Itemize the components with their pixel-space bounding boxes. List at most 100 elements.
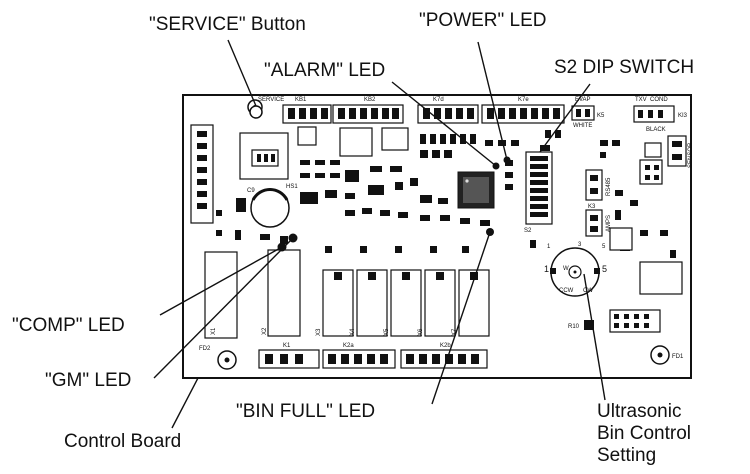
- relay-x5: [390, 269, 422, 337]
- relay-label-x1: X1: [211, 327, 217, 335]
- relay-x3: [322, 269, 354, 337]
- leader-control: [171, 377, 199, 429]
- relay-label-x4: X4: [350, 328, 356, 336]
- connector-kb1: [282, 104, 332, 124]
- label-s2: S2: [524, 228, 532, 234]
- relay-label-x6: X6: [418, 328, 424, 336]
- callout-service-button: "SERVICE" Button: [149, 14, 306, 35]
- s2-dip-switch: [525, 151, 553, 225]
- connector-k1: [258, 349, 320, 369]
- callout-power-led: "POWER" LED: [419, 10, 547, 31]
- relay-x7-pin: [470, 272, 478, 280]
- connector-k2a: [322, 349, 396, 369]
- connector-kb2: [332, 104, 404, 124]
- service-button-part: [249, 105, 263, 119]
- label-pot-right: 5: [602, 264, 607, 274]
- mounting-hole-bottom-right: [650, 345, 670, 365]
- capacitor-c9: [250, 187, 290, 228]
- component-block-top-center-2: [381, 127, 409, 151]
- label-k2a: K2a: [343, 343, 354, 349]
- microcontroller: [457, 171, 495, 209]
- label-evap: EVAP: [575, 97, 591, 103]
- label-txv: TXV: [635, 97, 647, 103]
- leader-gm: [153, 237, 294, 379]
- relay-x2: [267, 249, 301, 337]
- connector-txv-cond: [633, 105, 675, 123]
- callout-bin-full-led: "BIN FULL" LED: [236, 401, 376, 422]
- label-pin5: 5: [602, 244, 606, 250]
- connector-left-edge: [190, 124, 214, 224]
- relay-label-x3: X3: [316, 328, 322, 336]
- component-block-top-center: [339, 127, 373, 157]
- callout-gm-led: "GM" LED: [45, 370, 132, 391]
- relay-x4: [356, 269, 388, 337]
- relay-label-x2: X2: [262, 327, 268, 335]
- relay-x3-pin: [334, 272, 342, 280]
- connector-k7d: [417, 104, 479, 124]
- connector-right-bottom: [609, 309, 661, 333]
- label-k7d: K7d: [433, 97, 444, 103]
- connector-k2b: [400, 349, 488, 369]
- label-fd2: FD2: [199, 346, 211, 352]
- leader-alarm: [391, 81, 497, 167]
- leader-power: [477, 41, 508, 161]
- connector-rs485: [585, 169, 603, 201]
- component-u4: [297, 126, 317, 146]
- relay-label-x5: X5: [384, 328, 390, 336]
- connector-sensor: [667, 135, 687, 167]
- label-k7e: K7e: [518, 97, 529, 103]
- callout-ultra-line-2: Bin Control: [597, 423, 691, 444]
- component-right-square: [644, 142, 662, 158]
- label-pot-w: W: [563, 266, 569, 272]
- relay-x6: [424, 269, 456, 337]
- label-black: BLACK: [646, 127, 666, 133]
- pot-r10: [584, 320, 594, 330]
- callout-alarm-led: "ALARM" LED: [264, 60, 386, 81]
- label-pin3: 3: [578, 242, 582, 248]
- label-k5: K5: [597, 113, 605, 119]
- leader-service: [227, 39, 257, 107]
- label-k1: K1: [283, 343, 291, 349]
- relay-x5-pin: [402, 272, 410, 280]
- label-service: SERVICE: [258, 97, 284, 103]
- label-pot-left: 1: [544, 264, 549, 274]
- connector-k7e: [481, 104, 565, 124]
- relay-x1: [204, 251, 238, 339]
- relay-x6-pin: [436, 272, 444, 280]
- leader-lines: [153, 39, 606, 429]
- leader-comp: [159, 246, 283, 316]
- label-fd1: FD1: [672, 354, 684, 360]
- label-k13: KI3: [678, 113, 688, 119]
- ultrasonic-pot: [550, 247, 600, 297]
- connector-white-black: [639, 159, 663, 185]
- label-kb2: KB2: [364, 97, 376, 103]
- label-hs1: HS1: [286, 184, 298, 190]
- callout-ultra-line-1: Ultrasonic: [597, 401, 682, 422]
- label-white: WHITE: [573, 123, 592, 129]
- component-right-mid: [609, 227, 633, 251]
- label-pin1: 1: [547, 244, 551, 250]
- label-cond: COND: [650, 97, 668, 103]
- led-row: [325, 246, 469, 253]
- label-pot-cw: CW: [583, 288, 593, 294]
- label-kb1: KB1: [295, 97, 307, 103]
- label-rs485: RS485: [606, 177, 612, 196]
- relay-x4-pin: [368, 272, 376, 280]
- right-bottom-pins: [614, 314, 649, 328]
- relay-label-x7: X7: [452, 328, 458, 336]
- leader-ultra: [583, 273, 606, 401]
- label-sensor: SENSOR: [688, 142, 694, 168]
- component-rb1: [639, 261, 683, 295]
- callout-control-board: Control Board: [64, 431, 182, 452]
- connector-evap: [571, 105, 595, 121]
- label-k3: K3: [588, 204, 596, 210]
- label-pot-ccw: CCW: [559, 288, 574, 294]
- leader-s2: [539, 83, 591, 153]
- callout-s2-dip-switch: S2 DIP SWITCH: [554, 57, 695, 78]
- connector-k3: [585, 209, 603, 237]
- callout-ultrasonic-setting: Ultrasonic Bin Control Setting: [597, 401, 691, 467]
- label-k2b: K2b: [440, 343, 451, 349]
- leader-binfull: [431, 231, 491, 405]
